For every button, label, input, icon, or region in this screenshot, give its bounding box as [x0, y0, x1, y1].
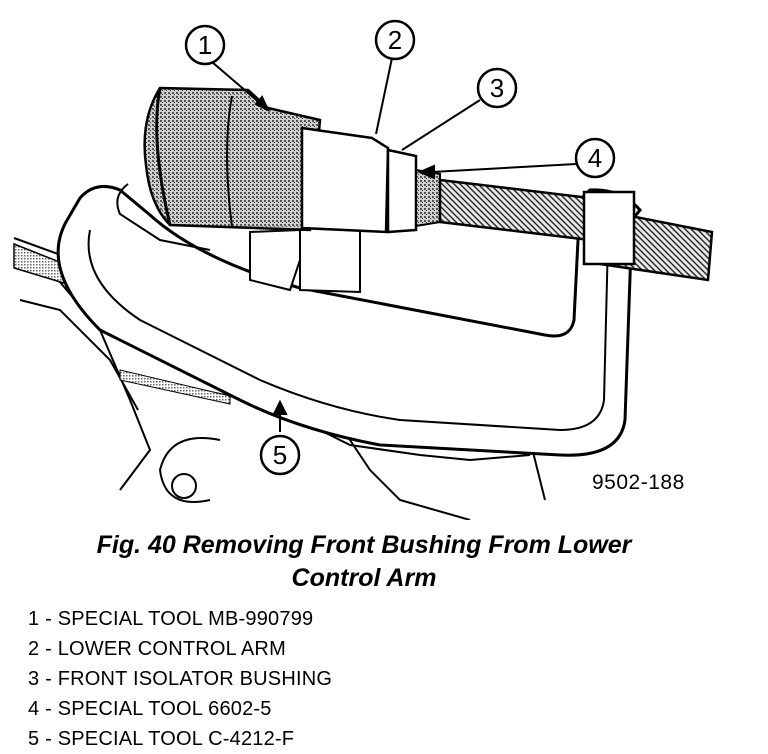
figure-code: 9502-188	[592, 471, 685, 494]
legend-item-1: 1 - SPECIAL TOOL MB-990799	[28, 608, 314, 630]
callout-leaders	[211, 57, 577, 432]
callout-2-label: 2	[388, 25, 402, 55]
legend-item-4: 4 - SPECIAL TOOL 6602-5	[28, 698, 272, 720]
callout-5-circle	[259, 434, 301, 476]
callout-3-circle	[476, 67, 518, 109]
bushing-removal-illustration: 1 2 3 4 5	[13, 19, 714, 520]
figure-caption-line-1: Fig. 40 Removing Front Bushing From Lowe…	[96, 531, 632, 559]
figure-caption-line-2: Control Arm	[291, 564, 437, 592]
receiver-cup-tool	[143, 86, 322, 232]
callout-2-circle	[374, 19, 416, 61]
legend-item-3: 3 - FRONT ISOLATOR BUSHING	[28, 668, 333, 690]
callout-3-label: 3	[490, 73, 504, 103]
callout-1-circle	[184, 24, 226, 66]
callout-4-label: 4	[588, 143, 602, 173]
callout-legend: 1 - SPECIAL TOOL MB-990799 2 - LOWER CON…	[28, 604, 332, 754]
callout-4-circle	[574, 137, 616, 179]
legend-item-2: 2 - LOWER CONTROL ARM	[28, 638, 286, 660]
legend-item-5: 5 - SPECIAL TOOL C-4212-F	[28, 728, 295, 750]
callout-1-label: 1	[198, 30, 212, 60]
callout-5-label: 5	[273, 440, 287, 470]
